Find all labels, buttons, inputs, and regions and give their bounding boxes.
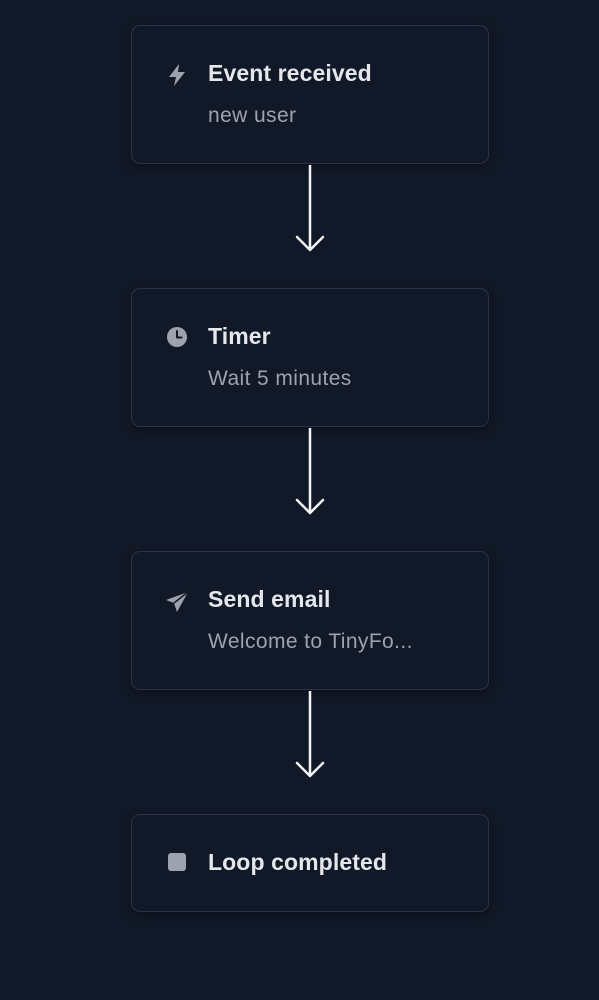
clock-icon: [165, 325, 189, 349]
step-title: Event received: [208, 60, 372, 86]
flow-connector-arrow: [295, 691, 325, 778]
step-subtitle: new user: [208, 104, 297, 127]
send-icon: [165, 590, 189, 614]
flow-step-loop-completed[interactable]: Loop completed: [131, 814, 489, 912]
step-subtitle: Welcome to TinyFo...: [208, 630, 413, 653]
flow-step-send-email[interactable]: Send email Welcome to TinyFo...: [131, 551, 489, 690]
step-title: Timer: [208, 323, 271, 349]
flow-connector-arrow: [295, 165, 325, 252]
flow-step-event-received[interactable]: Event received new user: [131, 25, 489, 164]
stop-icon: [165, 850, 189, 874]
step-title: Send email: [208, 586, 331, 612]
step-title: Loop completed: [208, 849, 388, 875]
flow-connector-arrow: [295, 428, 325, 515]
step-subtitle: Wait 5 minutes: [208, 367, 352, 390]
lightning-icon: [165, 63, 189, 87]
flow-step-timer[interactable]: Timer Wait 5 minutes: [131, 288, 489, 427]
